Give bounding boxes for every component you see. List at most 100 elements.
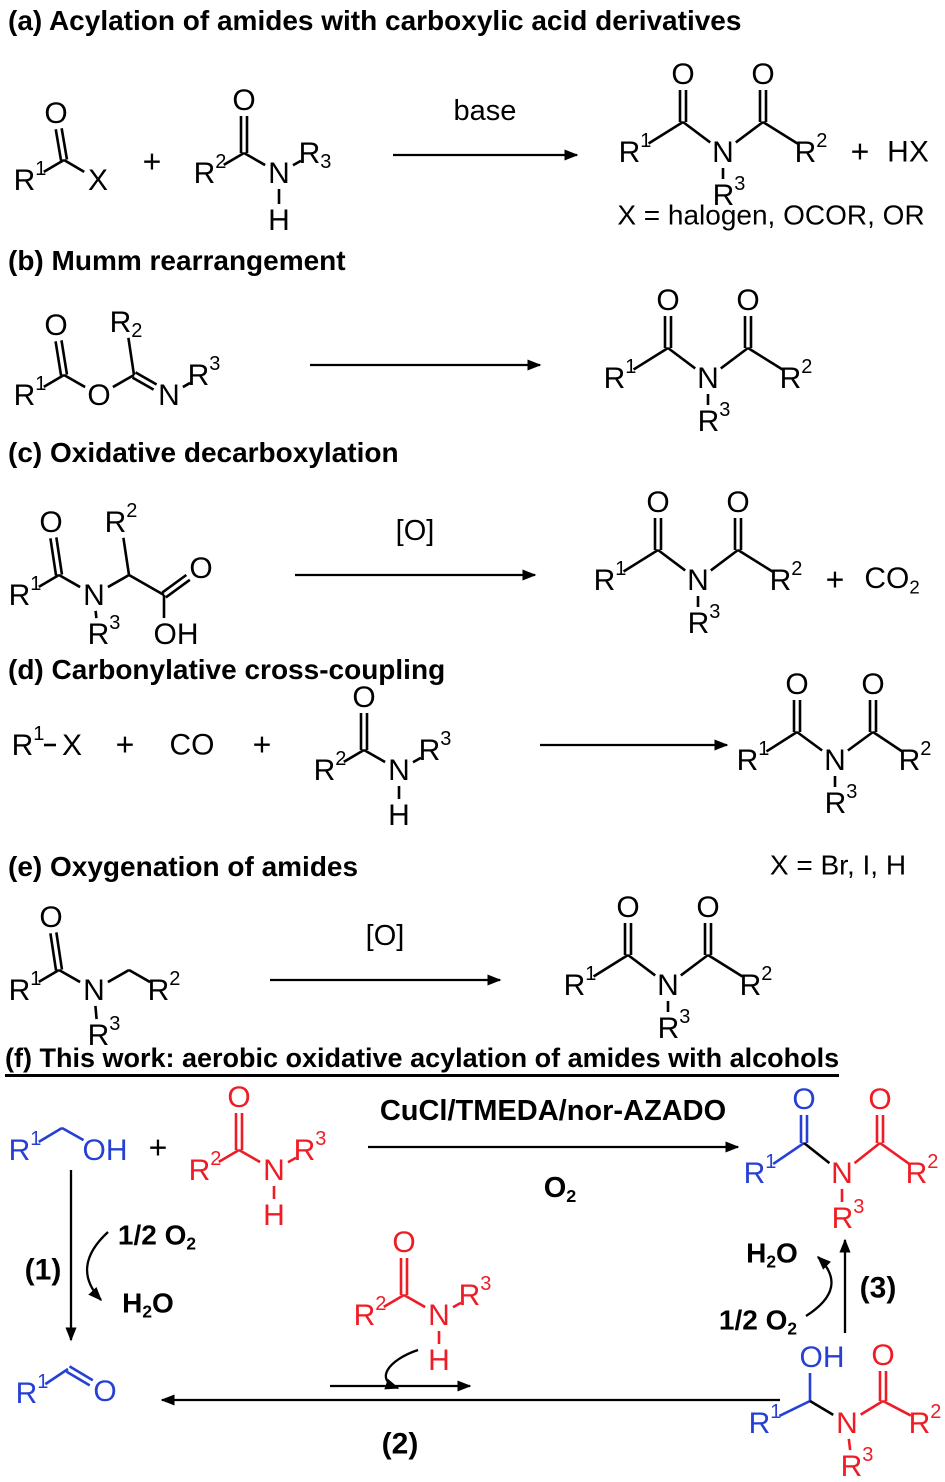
x-definition-d: X = Br, I, H bbox=[769, 849, 907, 881]
atom-label: R1 bbox=[12, 723, 45, 762]
atom-label: R2 bbox=[105, 500, 138, 539]
plus-sign: + bbox=[148, 1129, 168, 1166]
bond-line bbox=[58, 573, 81, 589]
atom-label: O bbox=[792, 1083, 815, 1116]
bond-line bbox=[63, 158, 85, 174]
bond-line bbox=[747, 346, 784, 371]
atom-label: R3 bbox=[88, 612, 121, 651]
atom-label: R2 bbox=[194, 151, 227, 190]
bond-line bbox=[735, 120, 764, 144]
atom-label: R2 bbox=[795, 130, 828, 169]
bond-line bbox=[667, 346, 696, 370]
bond-line bbox=[622, 548, 659, 573]
atom-label: O bbox=[696, 891, 719, 924]
atom-label: R1 bbox=[9, 573, 42, 612]
atom-label: O bbox=[352, 681, 375, 714]
atom-label: R3 bbox=[88, 1013, 121, 1052]
atom-label: O bbox=[39, 901, 62, 934]
bond-line bbox=[60, 128, 69, 160]
atom-label: H bbox=[428, 1344, 450, 1377]
atom-label: R2 bbox=[189, 1148, 222, 1187]
atom-label: OH bbox=[154, 618, 199, 651]
bond-line bbox=[243, 151, 266, 167]
bond-line bbox=[165, 578, 191, 599]
atom-label: R3 bbox=[294, 1128, 327, 1167]
atom-label: N bbox=[657, 969, 679, 1002]
atom-label: N bbox=[428, 1299, 450, 1332]
atom-label: R3 bbox=[841, 1444, 874, 1482]
bond-line bbox=[38, 1126, 63, 1143]
bond-line bbox=[55, 537, 64, 575]
bond-line bbox=[134, 371, 158, 386]
atom-label: O bbox=[871, 1339, 894, 1372]
curved-arrow-o2-step3 bbox=[805, 1256, 833, 1317]
step2-label: (2) bbox=[381, 1427, 419, 1461]
bond-line bbox=[657, 548, 686, 572]
molecule-amide-a: R2 O N R3H bbox=[194, 84, 332, 237]
bond-line bbox=[127, 337, 136, 376]
atom-label: H bbox=[268, 204, 290, 237]
atom-label: R2 bbox=[354, 1293, 387, 1332]
bond-line bbox=[632, 346, 669, 371]
base-label: base bbox=[453, 95, 517, 128]
atom-label: O bbox=[44, 309, 67, 342]
atom-label: R3 bbox=[459, 1273, 492, 1312]
atom-label: N bbox=[687, 564, 709, 597]
atom-label: R1 bbox=[594, 558, 627, 597]
atom-label: R3 bbox=[299, 137, 332, 174]
atom-label: R3 bbox=[688, 601, 721, 640]
atom-label: R1 bbox=[564, 963, 597, 1002]
section-title-b: (b) Mumm rearrangement bbox=[8, 245, 346, 276]
atom-label: R2 bbox=[110, 306, 143, 343]
atom-label: R3 bbox=[698, 399, 731, 438]
bond-line bbox=[363, 748, 386, 764]
bond-line bbox=[720, 346, 749, 370]
atom-label: R3 bbox=[658, 1006, 691, 1045]
atom-label: R3 bbox=[825, 781, 858, 820]
bond-line bbox=[38, 573, 60, 589]
atom-label: O bbox=[751, 58, 774, 91]
bond-line bbox=[43, 158, 65, 174]
bond-line bbox=[627, 953, 656, 977]
atom-label: R2 bbox=[906, 1151, 939, 1190]
section-title-c: (c) Oxidative decarboxylation bbox=[8, 437, 399, 468]
atom-label: R2 bbox=[780, 356, 813, 395]
co-label: CO bbox=[169, 728, 215, 762]
plus-sign: + bbox=[825, 561, 845, 598]
bond-line bbox=[847, 1438, 852, 1451]
atom-label: N bbox=[388, 754, 410, 787]
atom-label: R1 bbox=[604, 356, 637, 395]
atom-label: X bbox=[62, 729, 82, 762]
step3-label: (3) bbox=[859, 1271, 897, 1305]
bond-line bbox=[107, 968, 130, 984]
bond-line bbox=[238, 1148, 261, 1164]
bond-line bbox=[765, 730, 798, 753]
atom-label: N bbox=[268, 157, 290, 190]
atom-label: O bbox=[232, 84, 255, 117]
bond-line bbox=[292, 159, 302, 167]
bond-line bbox=[122, 537, 131, 576]
plus-sign: + bbox=[115, 726, 135, 763]
bond-line bbox=[60, 340, 69, 375]
atom-label: O bbox=[868, 1083, 891, 1116]
atom-label: N bbox=[836, 1407, 858, 1440]
oxidant-label-e: [O] bbox=[365, 920, 405, 953]
section-title-e: (e) Oxygenation of amides bbox=[8, 851, 359, 882]
bond-line bbox=[853, 1141, 881, 1165]
atom-label: R1 bbox=[619, 130, 652, 169]
atom-label: O bbox=[93, 1375, 116, 1408]
atom-label: N bbox=[83, 974, 105, 1007]
atom-label: R1 bbox=[14, 373, 47, 412]
bond-line bbox=[131, 376, 155, 391]
bond-line bbox=[287, 1156, 297, 1164]
atom-label: O bbox=[861, 668, 884, 701]
atom-label: R3 bbox=[419, 728, 452, 767]
